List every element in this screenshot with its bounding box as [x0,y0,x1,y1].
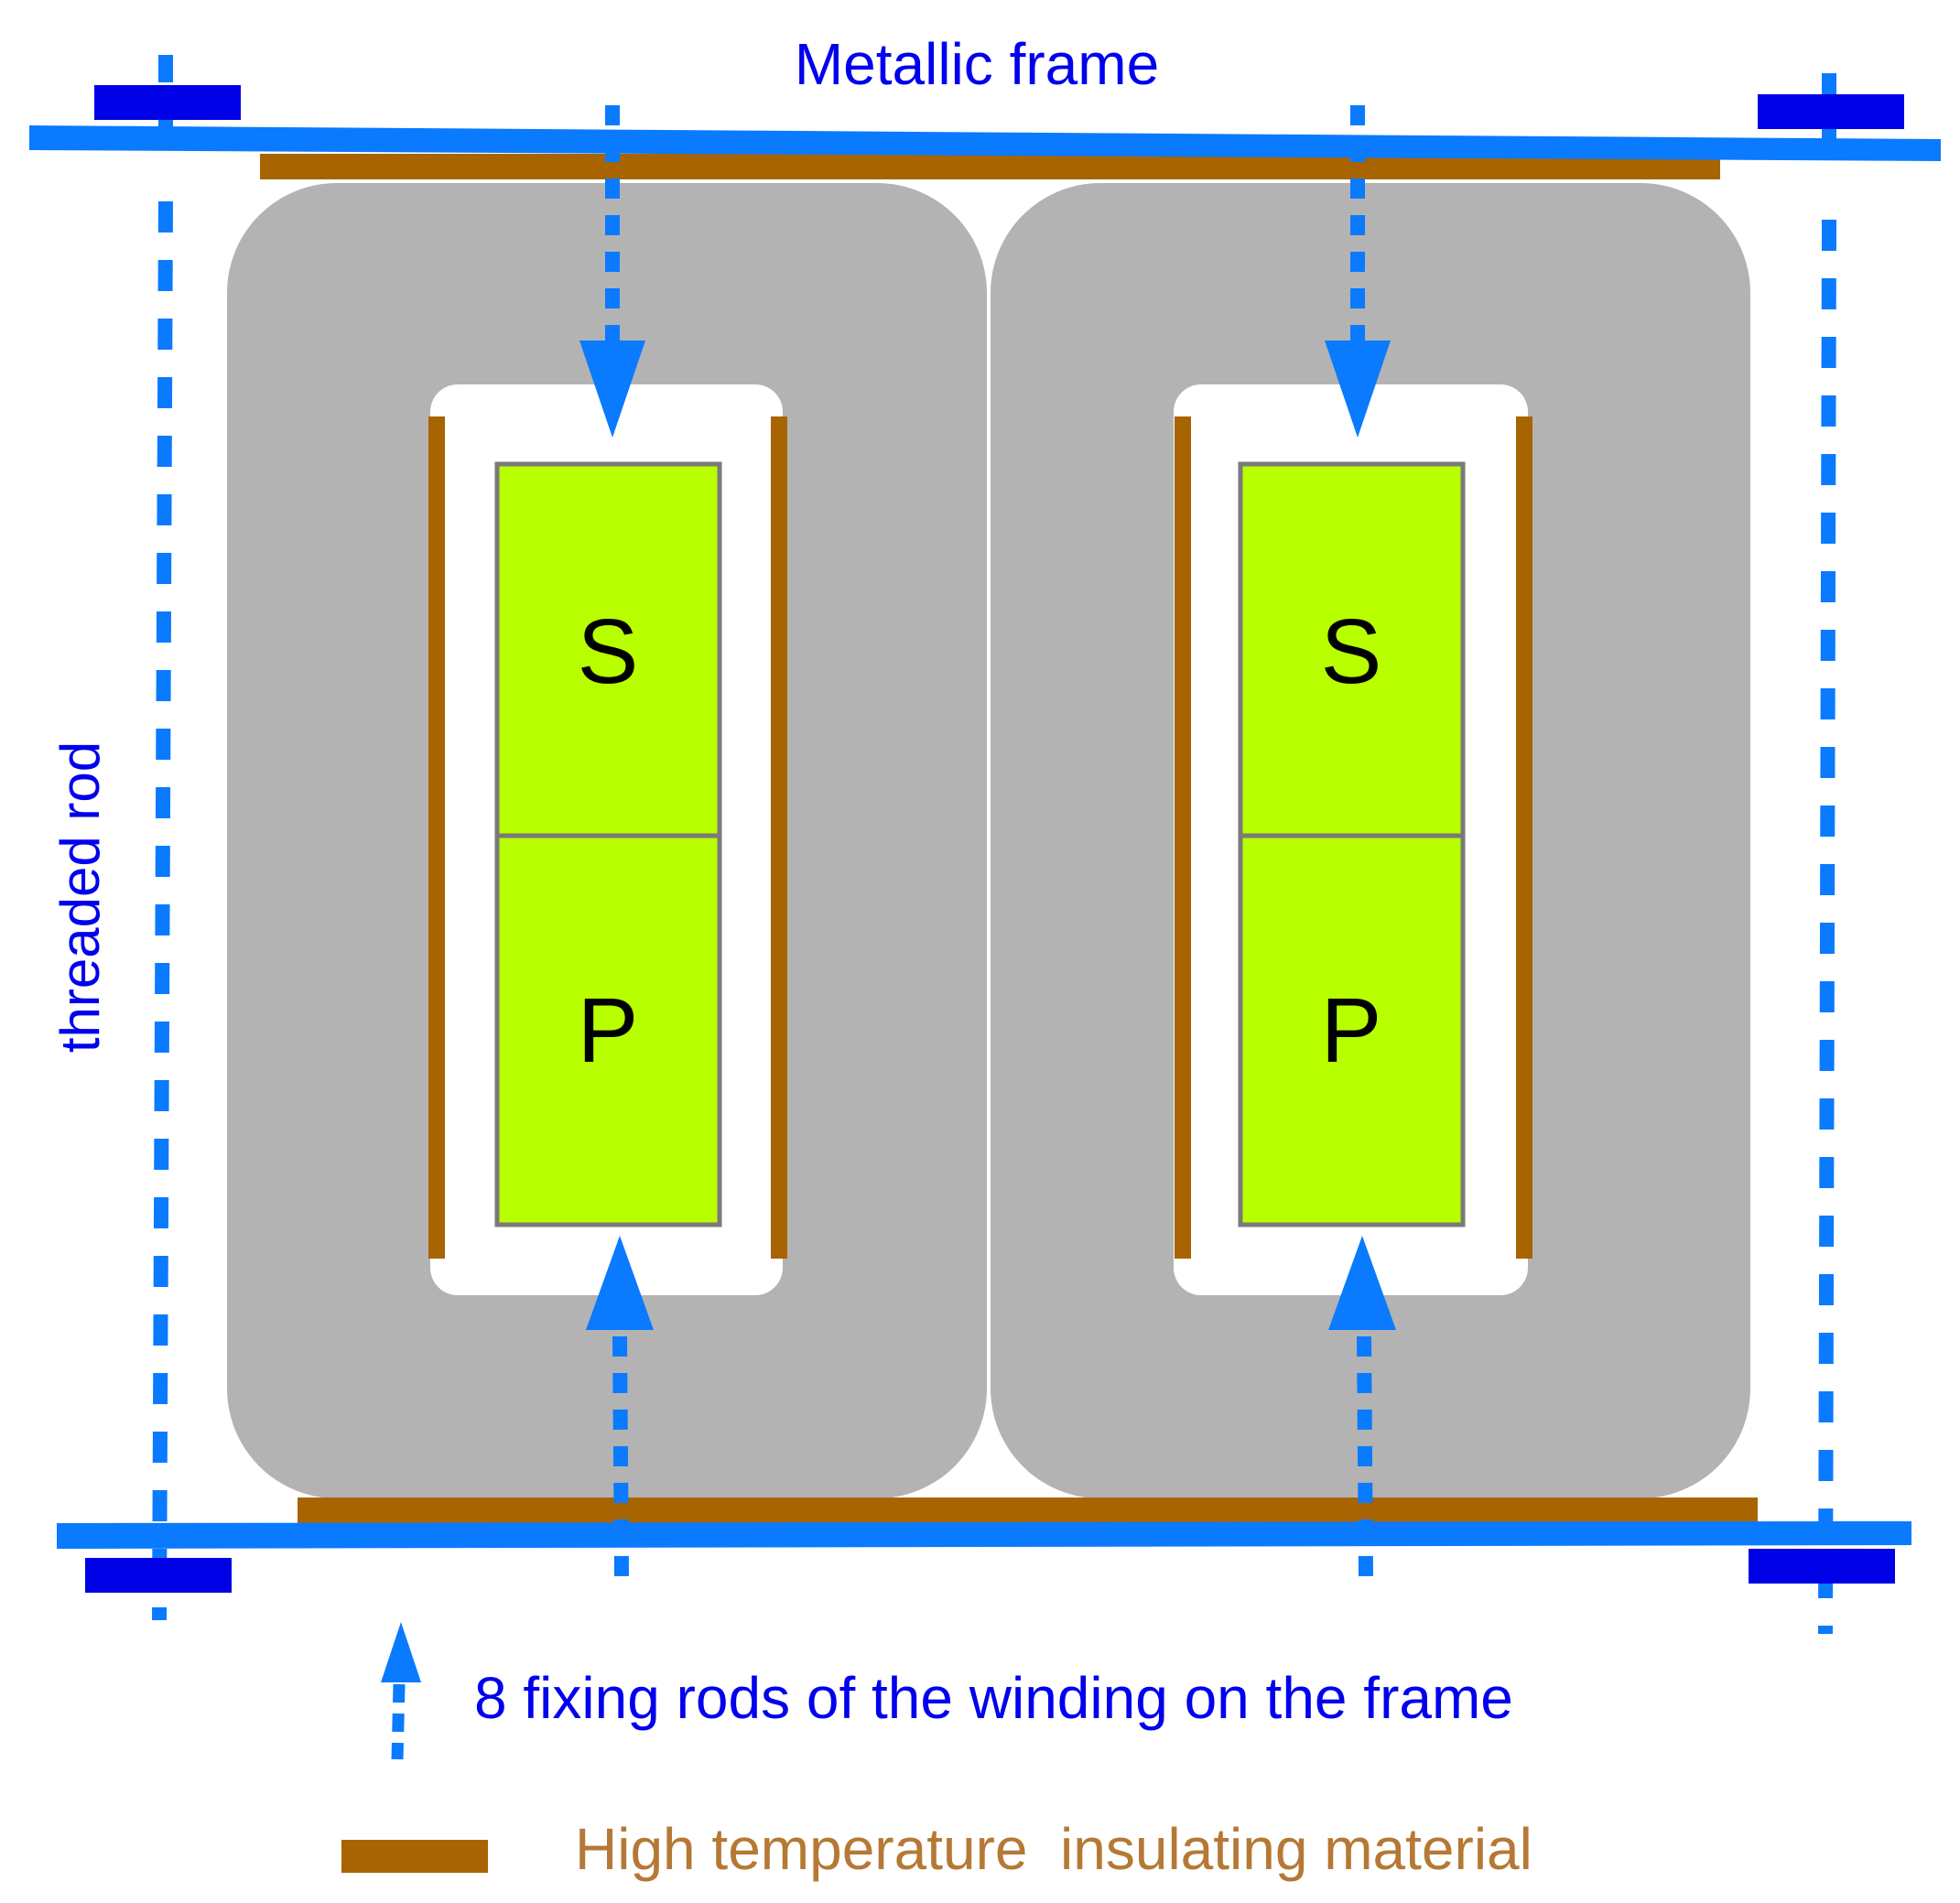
insulation-strip-right-window-left [1175,416,1191,1259]
legend-fixing-rod-arrowhead [381,1622,421,1682]
nut-top-right [1758,94,1904,129]
rod-label: threaded rod [49,741,111,1053]
fixing-rod-bottom-left [612,1335,629,1577]
winding-left: S P [494,461,722,1227]
legend-insulation-label: High temperature insulating material [575,1816,1532,1882]
winding-left-primary [494,833,722,1227]
fixing-rod-bottom-left-arrowhead [586,1236,654,1330]
winding-right-primary [1238,833,1466,1227]
insulation-strip-left-window-left [428,416,445,1259]
insulation-bar-bottom [298,1498,1758,1523]
winding-right-primary-label: P [1321,979,1382,1082]
legend-fixing-rods: 8 fixing rods of the winding on the fram… [381,1622,1513,1760]
fixing-rod-top-right-arrowhead [1325,341,1391,438]
fixing-rod-bottom-right-arrowhead [1328,1236,1396,1330]
threaded-rod-left [152,200,173,1621]
winding-right-secondary-label: S [1321,600,1382,703]
frame-bar-top [29,125,1941,161]
legend-fixing-rods-label: 8 fixing rods of the winding on the fram… [474,1665,1513,1731]
insulation-strip-right-window-right [1516,416,1532,1259]
fixing-rod-bottom-right [1357,1335,1373,1577]
legend-insulation: High temperature insulating material [341,1816,1532,1882]
winding-left-secondary-label: S [578,600,639,703]
fixing-rod-top-left-arrowhead [579,341,645,438]
winding-right-secondary [1238,461,1466,838]
insulation-strip-left-window-right [771,416,787,1259]
nut-bottom-right [1749,1549,1895,1584]
frame-label: Metallic frame [795,31,1159,97]
legend-insulation-swatch [341,1840,488,1873]
winding-left-secondary [494,461,722,838]
frame-bar-bottom [57,1521,1911,1549]
threaded-rod-right [1818,219,1836,1635]
winding-right: S P [1238,461,1466,1227]
nut-bottom-left [85,1558,232,1593]
winding-left-primary-label: P [578,979,639,1082]
nut-top-left [94,85,241,120]
legend-fixing-rod-symbol [391,1683,406,1760]
